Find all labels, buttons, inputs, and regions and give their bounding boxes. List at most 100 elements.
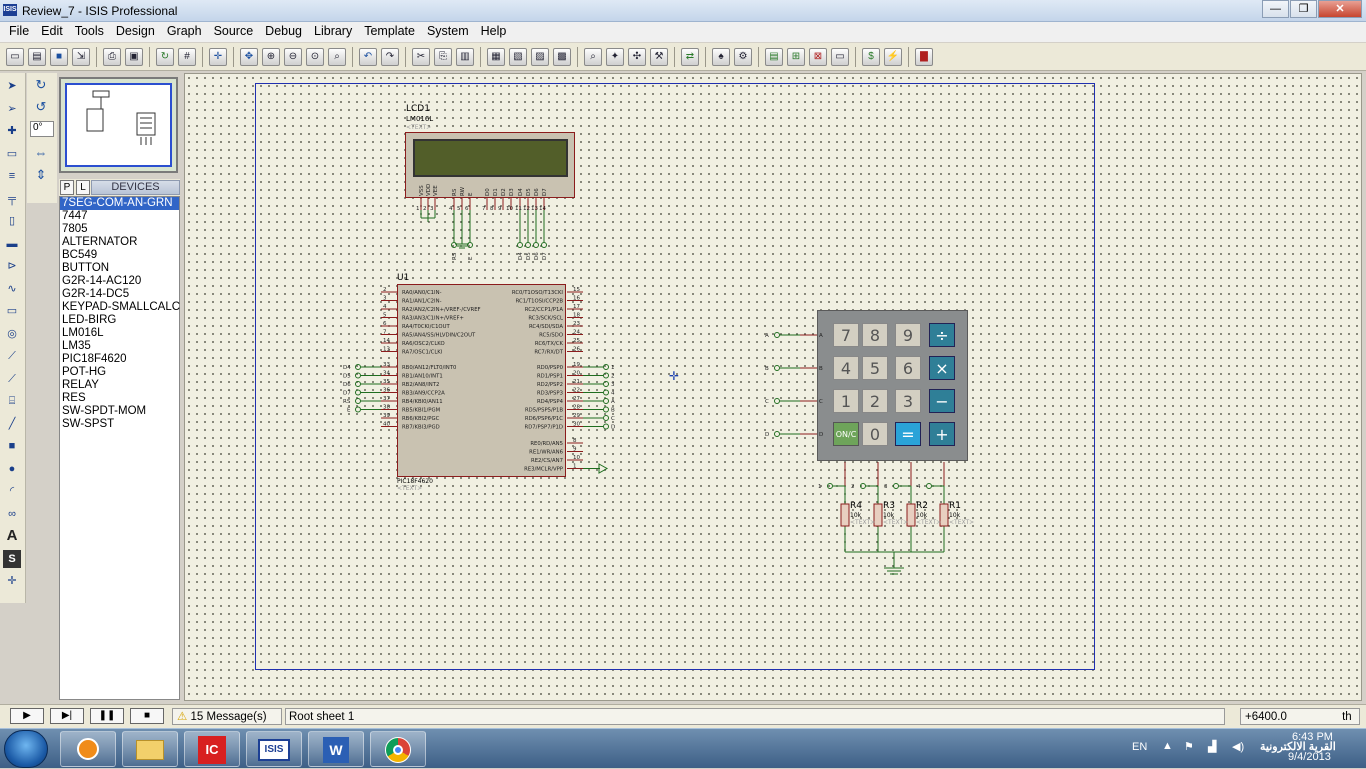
grid-icon[interactable]: # <box>178 47 196 66</box>
key-1[interactable]: 1 <box>833 389 859 413</box>
device-item[interactable]: LM016L <box>62 327 104 339</box>
key-7[interactable]: 7 <box>833 323 859 347</box>
mirror-x-icon[interactable]: ⇔ <box>34 145 48 160</box>
block-delete-icon[interactable]: ▩ <box>553 47 571 66</box>
key-3[interactable]: 3 <box>895 389 921 413</box>
device-item[interactable]: RELAY <box>62 379 99 391</box>
symbol-icon[interactable]: S <box>3 549 21 568</box>
arc-icon[interactable]: ◜ <box>9 485 15 497</box>
menu-debug[interactable]: Debug <box>265 24 303 38</box>
device-item[interactable]: 7805 <box>62 223 88 235</box>
print-area-icon[interactable]: ▣ <box>125 47 143 66</box>
isis-taskbar-icon[interactable]: ISIS <box>246 731 302 767</box>
line-icon[interactable]: ╱ <box>8 417 16 430</box>
device-item[interactable]: 7447 <box>62 210 88 222</box>
clock-time[interactable]: 6:43 PM <box>1292 731 1333 743</box>
key-0[interactable]: 0 <box>862 422 888 446</box>
device-item[interactable]: 7SEG-COM-AN-GRN <box>60 197 179 210</box>
block-rotate-icon[interactable]: ▨ <box>531 47 549 66</box>
copy-icon[interactable]: ⎘ <box>434 47 452 66</box>
zoom-out-icon[interactable]: ⊖ <box>284 47 302 66</box>
undo-icon[interactable]: ↶ <box>359 47 377 66</box>
virtual-instrument-icon[interactable]: ⌸ <box>8 395 16 407</box>
device-pin-icon[interactable]: ⊳ <box>7 260 17 272</box>
exit-sheet-icon[interactable]: ▭ <box>831 47 849 66</box>
menu-file[interactable]: File <box>9 24 30 38</box>
key-8[interactable]: 8 <box>862 323 888 347</box>
close-button[interactable]: ✕ <box>1318 0 1362 18</box>
new-file-icon[interactable]: ▭ <box>6 47 24 66</box>
network-icon[interactable]: ▟ <box>1208 741 1217 753</box>
pick-devices-button[interactable]: P <box>60 180 74 195</box>
voltage-probe-icon[interactable]: ⟋ <box>8 350 16 362</box>
menu-library[interactable]: Library <box>314 24 353 38</box>
language-indicator[interactable]: EN <box>1132 741 1148 753</box>
bill-of-materials-icon[interactable]: $ <box>862 47 880 66</box>
key-divide[interactable]: ÷ <box>929 323 955 347</box>
step-button[interactable]: ▶| <box>50 708 84 724</box>
key-4[interactable]: 4 <box>833 356 859 380</box>
menu-source[interactable]: Source <box>213 24 254 38</box>
generator-icon[interactable]: ◎ <box>7 327 17 340</box>
device-item[interactable]: LED-BIRG <box>62 314 117 326</box>
maximize-button[interactable]: ❐ <box>1290 0 1317 18</box>
chrome-taskbar-icon[interactable] <box>370 731 426 767</box>
explorer-taskbar-icon[interactable] <box>122 731 178 767</box>
key-on-clear[interactable]: ON/C <box>833 422 859 446</box>
box-icon[interactable]: ■ <box>8 440 16 452</box>
menu-graph[interactable]: Graph <box>166 24 202 38</box>
import-icon[interactable]: ⇲ <box>72 47 90 66</box>
path-icon[interactable]: ∞ <box>8 507 16 520</box>
key-multiply[interactable]: × <box>929 356 955 380</box>
zoom-all-icon[interactable]: ⊙ <box>306 47 324 66</box>
mirror-y-icon[interactable]: ⇕ <box>35 167 47 182</box>
bus-icon[interactable]: ╤ <box>8 192 16 205</box>
property-tool-icon[interactable]: ⚙ <box>734 47 752 66</box>
text-script-icon[interactable]: ≡ <box>8 170 16 182</box>
cut-icon[interactable]: ✂ <box>412 47 430 66</box>
open-folder-icon[interactable]: ▤ <box>28 47 46 66</box>
mcu-component[interactable] <box>397 284 566 477</box>
overview-window[interactable] <box>59 77 178 173</box>
rotate-clockwise-icon[interactable]: ↻ <box>35 77 47 92</box>
print-icon[interactable]: ⎙ <box>103 47 121 66</box>
menu-help[interactable]: Help <box>480 24 507 38</box>
redo-icon[interactable]: ↷ <box>381 47 399 66</box>
menu-tools[interactable]: Tools <box>74 24 104 38</box>
rotate-anticlockwise-icon[interactable]: ↺ <box>35 99 47 114</box>
junction-dot-icon[interactable]: ✚ <box>7 125 17 137</box>
add-sheet-icon[interactable]: ⊞ <box>787 47 805 66</box>
pause-button[interactable]: ❚❚ <box>90 708 124 724</box>
origin-icon[interactable]: ✛ <box>209 47 227 66</box>
schematic-canvas[interactable]: LCD1 LM016L <TEXT> VSS VDD VEE RS RW E D… <box>184 73 1362 701</box>
block-copy-icon[interactable]: ▦ <box>487 47 505 66</box>
electrical-check-icon[interactable]: ⚡ <box>884 47 902 66</box>
device-item[interactable]: PIC18F4620 <box>62 353 127 365</box>
pan-icon[interactable]: ✥ <box>240 47 258 66</box>
remove-sheet-icon[interactable]: ⊠ <box>809 47 827 66</box>
library-manager-button[interactable]: L <box>76 180 90 195</box>
subcircuit-icon[interactable]: ▯ <box>8 215 16 227</box>
text-icon[interactable]: A <box>6 527 18 544</box>
key-plus[interactable]: + <box>929 422 955 446</box>
ares-icon[interactable]: ▇ <box>915 47 933 66</box>
wire-autorouter-icon[interactable]: ⇄ <box>681 47 699 66</box>
word-taskbar-icon[interactable]: W <box>308 731 364 767</box>
device-item[interactable]: BC549 <box>62 249 98 261</box>
key-equals[interactable]: = <box>895 422 921 446</box>
device-item[interactable]: BUTTON <box>62 262 110 274</box>
ic-app-taskbar-icon[interactable]: IC <box>184 731 240 767</box>
device-item[interactable]: G2R-14-AC120 <box>62 275 142 287</box>
new-sheet-icon[interactable]: ▤ <box>765 47 783 66</box>
zoom-area-icon[interactable]: ⌕ <box>328 47 346 66</box>
key-9[interactable]: 9 <box>895 323 921 347</box>
key-2[interactable]: 2 <box>862 389 888 413</box>
current-probe-icon[interactable]: ⟋ <box>8 372 16 385</box>
messages-indicator[interactable]: ⚠ 15 Message(s) <box>172 708 282 725</box>
play-button[interactable]: ▶ <box>10 708 44 724</box>
start-button[interactable] <box>4 730 48 768</box>
key-minus[interactable]: − <box>929 389 955 413</box>
menu-template[interactable]: Template <box>364 24 415 38</box>
decompose-icon[interactable]: ⚒ <box>650 47 668 66</box>
minimize-button[interactable]: — <box>1262 0 1289 18</box>
